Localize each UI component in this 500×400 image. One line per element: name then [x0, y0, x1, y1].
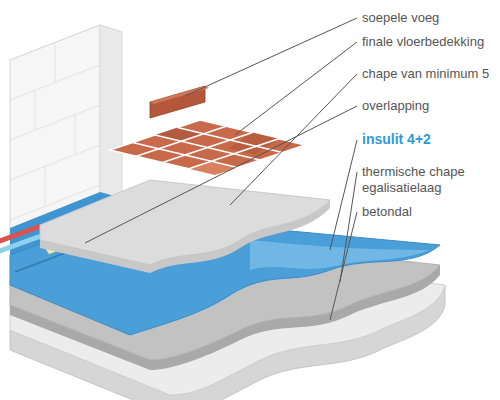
membrane-highlight	[250, 240, 430, 270]
leader-lines	[85, 18, 357, 320]
callout-label: overlapping	[362, 98, 429, 114]
tile-shade	[155, 128, 204, 142]
tile-grout	[133, 126, 283, 169]
floor-tiles	[110, 120, 305, 175]
tile-shade	[189, 161, 238, 175]
pipe-blue	[0, 237, 38, 251]
callout-label: soepele voeg	[362, 10, 439, 26]
product-label: insulit 4+2	[362, 131, 431, 147]
callout-label: chape van minimum 5	[362, 66, 489, 82]
wall-blocks	[10, 43, 100, 220]
callout-label: finale vloerbedekking	[362, 34, 484, 50]
tile-shade	[229, 133, 278, 155]
callout-label: betondal	[362, 204, 412, 220]
callout-label: thermische chape egalisatielaag	[362, 164, 496, 196]
